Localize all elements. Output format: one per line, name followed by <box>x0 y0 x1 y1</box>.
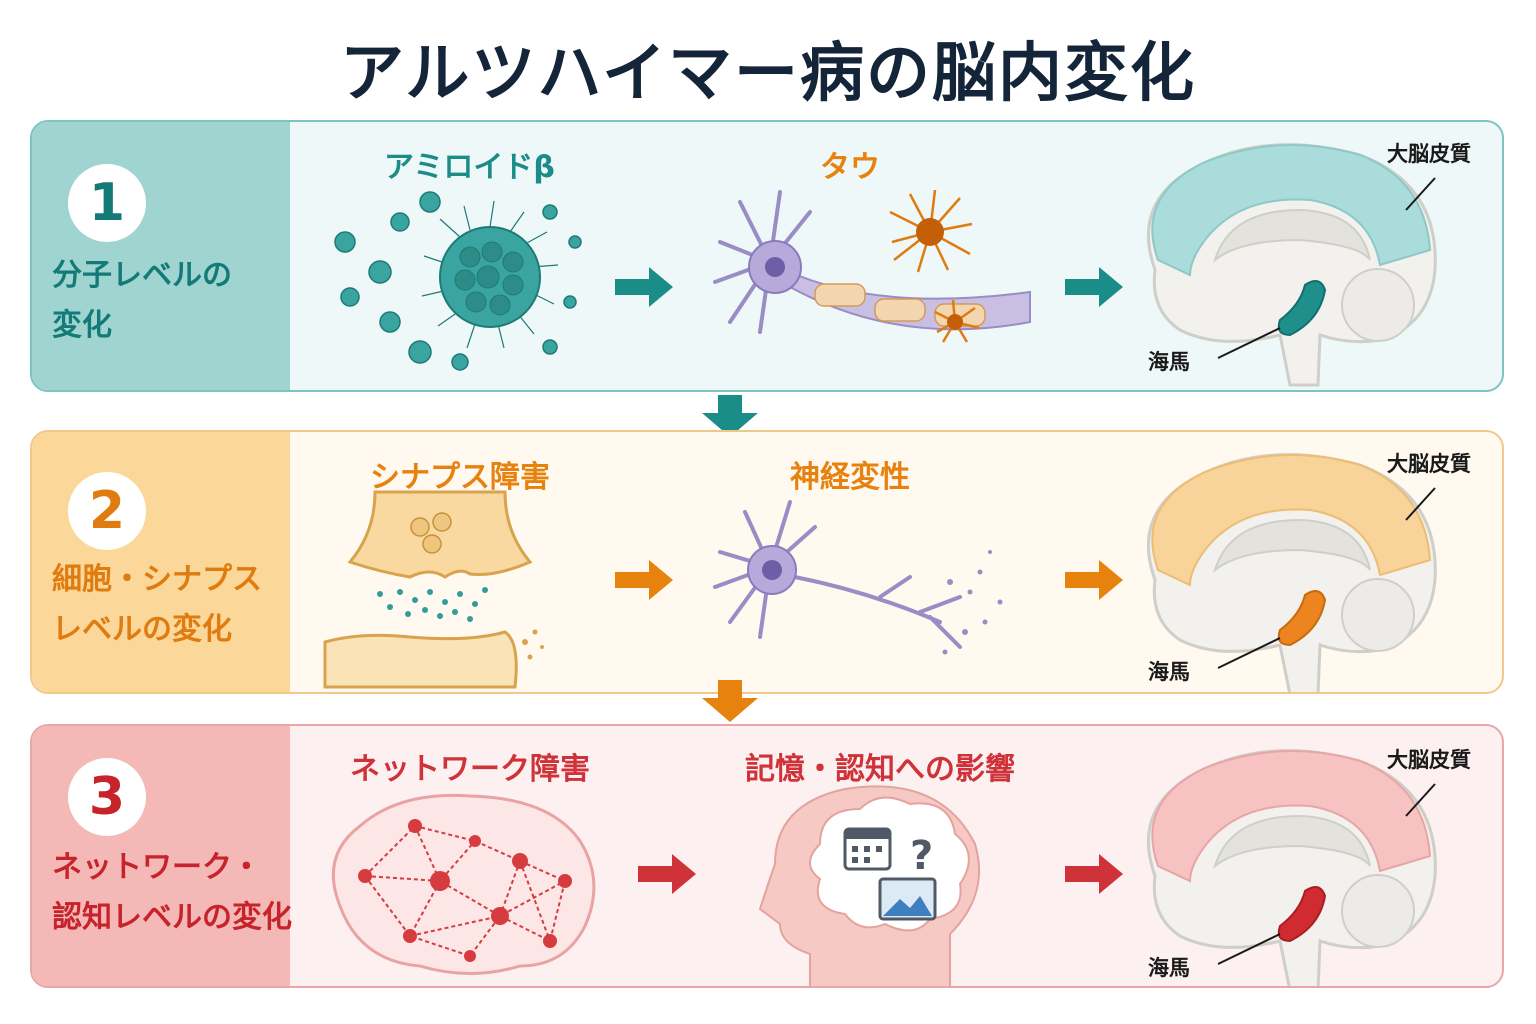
brain-cross-section-illustration <box>1146 143 1437 387</box>
image-icon <box>878 877 937 921</box>
level-title-line1: 分子レベルの <box>52 258 232 293</box>
level-sidebar: 3 ネットワーク・ 認知レベルの変化 <box>32 726 292 986</box>
cerebral-cortex-label: 大脳皮質 <box>1387 452 1471 476</box>
memory-cognition-impact-label: 記憶・認知への影響 <box>745 752 1015 787</box>
network-disorder-label: ネットワーク障害 <box>350 752 590 787</box>
synapse-damage-label: シナプス障害 <box>370 460 550 495</box>
level-title-line2: レベルの変化 <box>52 612 232 647</box>
arrow-right-icon <box>638 854 696 894</box>
level-sidebar: 2 細胞・シナプス レベルの変化 <box>32 432 290 692</box>
neurodegeneration-label: 神経変性 <box>790 460 910 495</box>
brain-network-illustration <box>331 793 596 975</box>
arrow-right-icon <box>1065 267 1123 307</box>
amyloid-plaque-illustration <box>334 191 582 371</box>
arrow-right-icon <box>1065 560 1123 600</box>
calendar-icon <box>843 827 892 871</box>
question-mark-icon: ? <box>910 833 933 879</box>
panel-molecular-level: 1 分子レベルの 変化 アミロイドβ タウ <box>30 120 1504 392</box>
cerebral-cortex-label: 大脳皮質 <box>1387 748 1471 772</box>
brain-cross-section-illustration <box>1146 453 1437 692</box>
synapse-illustration <box>323 490 544 689</box>
panel-cell-synapse-level: 2 細胞・シナプス レベルの変化 シナプス障害 神経変性 <box>30 430 1504 694</box>
panel-network-cognitive-level: 3 ネットワーク・ 認知レベルの変化 ネットワーク障害 記憶・認知への影響 <box>30 724 1504 988</box>
arrow-down-icon <box>702 680 758 722</box>
neuron-tau-tangle-illustration <box>713 189 1031 343</box>
panel-content: シナプス障害 神経変性 <box>290 432 1502 692</box>
hippocampus-label: 海馬 <box>1148 350 1190 374</box>
step-number-badge: 3 <box>68 758 146 836</box>
arrow-right-icon <box>615 560 673 600</box>
tau-label: タウ <box>820 150 880 185</box>
brain-cross-section-illustration <box>1146 749 1437 986</box>
arrow-down-icon <box>702 395 758 437</box>
arrow-right-icon <box>615 267 673 307</box>
hippocampus-label: 海馬 <box>1148 660 1190 684</box>
amyloid-beta-label: アミロイドβ <box>384 150 555 185</box>
level-title-line2: 認知レベルの変化 <box>52 900 292 935</box>
level-title-line1: ネットワーク・ <box>52 850 262 885</box>
panel-content: アミロイドβ タウ <box>290 122 1502 390</box>
level-sidebar: 1 分子レベルの 変化 <box>32 122 290 390</box>
step-number-badge: 2 <box>68 472 146 550</box>
level-title-line1: 細胞・シナプス <box>52 562 262 597</box>
degenerating-neuron-illustration <box>713 500 1003 655</box>
level-title-line2: 変化 <box>52 308 112 343</box>
page-title: アルツハイマー病の脳内変化 <box>339 37 1197 111</box>
head-memory-illustration: ? <box>758 785 981 986</box>
arrow-right-icon <box>1065 854 1123 894</box>
step-number-badge: 1 <box>68 164 146 242</box>
hippocampus-label: 海馬 <box>1148 956 1190 980</box>
cerebral-cortex-label: 大脳皮質 <box>1387 142 1471 166</box>
panel-content: ネットワーク障害 記憶・認知への影響 ? <box>290 726 1502 986</box>
